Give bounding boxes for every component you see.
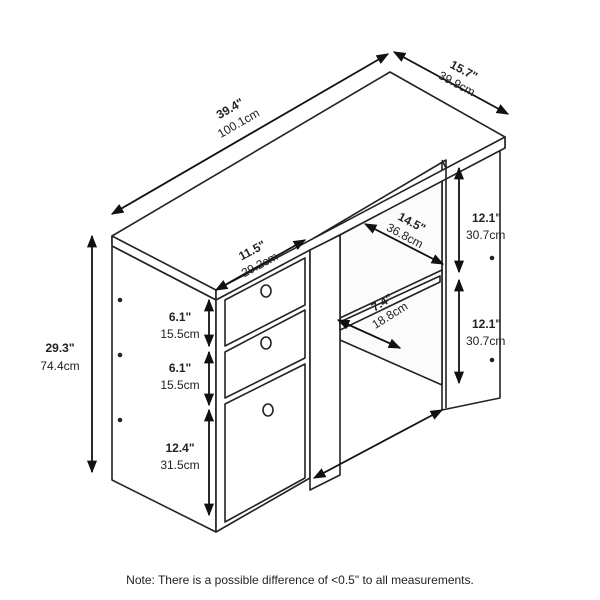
right-side-panel [441, 139, 501, 411]
middle-drawer [224, 309, 306, 399]
shelf-lower-cm: 30.7cm [466, 334, 505, 348]
drawer-bottom-inches: 12.4" [165, 441, 194, 455]
middle-drawer-pull [260, 336, 272, 350]
shelf-upper-cm: 30.7cm [466, 228, 505, 242]
bottom-drawer-pull [262, 403, 274, 417]
drawer-middle-label: 6.1" 15.5cm [160, 361, 199, 392]
depth-label: 15.7" 39.9cm [436, 57, 480, 99]
drawer-top-cm: 15.5cm [160, 327, 199, 341]
height-inches: 29.3" [45, 341, 74, 355]
center-partition [309, 234, 341, 491]
height-cm: 74.4cm [40, 359, 79, 373]
shelf-lower-inches: 12.1" [472, 317, 501, 331]
shelf-upper-inches: 12.1" [472, 211, 501, 225]
middle-shelf-line [339, 269, 443, 319]
top-drawer-pull [260, 284, 272, 298]
shelf-depth-label: 14.5" 36.8cm [384, 209, 428, 251]
measurement-note: Note: There is a possible difference of … [126, 573, 474, 587]
height-label: 29.3" 74.4cm [40, 341, 79, 373]
drawer-middle-cm: 15.5cm [160, 378, 199, 392]
drawer-top-inches: 6.1" [169, 310, 191, 324]
bottom-drawer [224, 363, 306, 523]
width-label: 39.4" 100.1cm [214, 95, 262, 141]
drawer-top-label: 6.1" 15.5cm [160, 310, 199, 341]
drawer-bottom-label: 12.4" 31.5cm [160, 441, 199, 472]
shelf-upper-label: 12.1" 30.7cm [466, 211, 505, 242]
drawer-middle-inches: 6.1" [169, 361, 191, 375]
shelf-lower-label: 12.1" 30.7cm [466, 317, 505, 348]
drawer-bottom-cm: 31.5cm [160, 458, 199, 472]
dimension-lines [86, 51, 510, 517]
